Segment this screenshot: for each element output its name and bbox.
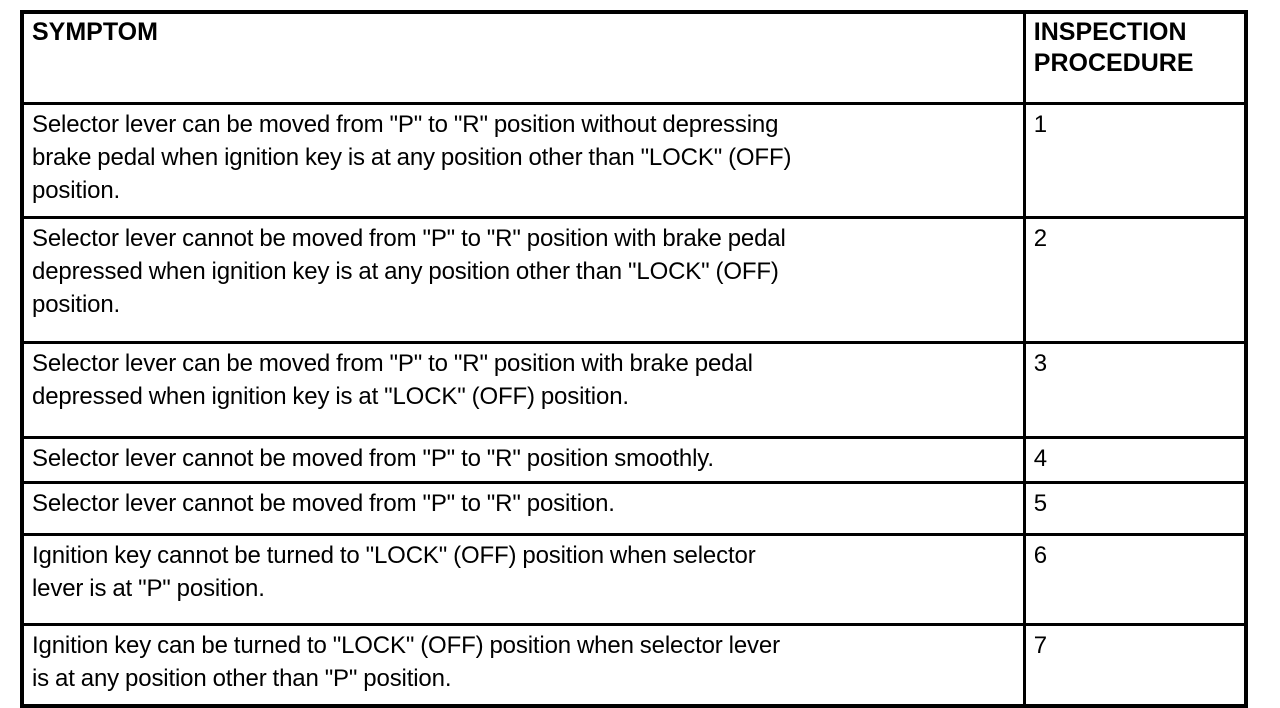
symptom-line: lever is at "P" position. [32,575,265,602]
symptom-line: depressed when ignition key is at any po… [32,258,779,285]
symptom-inspection-table: SYMPTOM INSPECTION PROCEDURE Selector lev… [20,10,1248,708]
symptom-line: is at any position other than "P" positi… [32,665,452,692]
symptom-cell: Ignition key can be turned to "LOCK" (OF… [20,623,1026,708]
symptom-cell: Selector lever cannot be moved from "P" … [20,481,1026,536]
inspection-procedure-number: 1 [1022,102,1248,219]
column-header-procedure-line: PROCEDURE [1033,49,1194,77]
inspection-procedure-number: 7 [1022,623,1248,708]
symptom-cell: Selector lever cannot be moved from "P" … [20,216,1026,344]
table-row: Selector lever can be moved from "P" to … [20,102,1248,219]
symptom-line: Selector lever cannot be moved from "P" … [32,445,714,472]
inspection-procedure-number: 4 [1022,436,1248,484]
symptom-line: position. [32,177,121,204]
table-body: Selector lever can be moved from "P" to … [20,102,1248,708]
table-row: Selector lever cannot be moved from "P" … [20,436,1248,484]
inspection-procedure-number: 3 [1022,341,1248,439]
header-row: SYMPTOM INSPECTION PROCEDURE [20,10,1248,105]
symptom-cell: Selector lever can be moved from "P" to … [20,102,1026,219]
symptom-line: Selector lever cannot be moved from "P" … [32,225,786,252]
symptom-line: Selector lever can be moved from "P" to … [32,350,753,377]
symptom-line: Ignition key cannot be turned to "LOCK" … [32,542,756,569]
inspection-procedure-number: 6 [1022,533,1248,626]
table-row: Ignition key cannot be turned to "LOCK" … [20,533,1248,626]
symptom-line: depressed when ignition key is at "LOCK"… [32,383,629,410]
table-header: SYMPTOM INSPECTION PROCEDURE [20,10,1248,105]
table-row: Selector lever can be moved from "P" to … [20,341,1248,439]
column-header-inspection-line: INSPECTION [1033,18,1187,46]
inspection-procedure-number: 5 [1022,481,1248,536]
table-row: Selector lever cannot be moved from "P" … [20,216,1248,344]
symptom-cell: Selector lever cannot be moved from "P" … [20,436,1026,484]
symptom-cell: Ignition key cannot be turned to "LOCK" … [20,533,1026,626]
table-row: Ignition key can be turned to "LOCK" (OF… [20,623,1248,708]
table-row: Selector lever cannot be moved from "P" … [20,481,1248,536]
symptom-line: Selector lever cannot be moved from "P" … [32,490,615,517]
column-header-inspection-procedure: INSPECTION PROCEDURE [1022,10,1248,105]
symptom-line: Ignition key can be turned to "LOCK" (OF… [32,632,780,659]
symptom-cell: Selector lever can be moved from "P" to … [20,341,1026,439]
symptom-line: Selector lever can be moved from "P" to … [32,111,779,138]
inspection-procedure-number: 2 [1022,216,1248,344]
column-header-symptom: SYMPTOM [20,10,1026,105]
symptom-line: brake pedal when ignition key is at any … [32,144,792,171]
symptom-line: position. [32,291,121,318]
